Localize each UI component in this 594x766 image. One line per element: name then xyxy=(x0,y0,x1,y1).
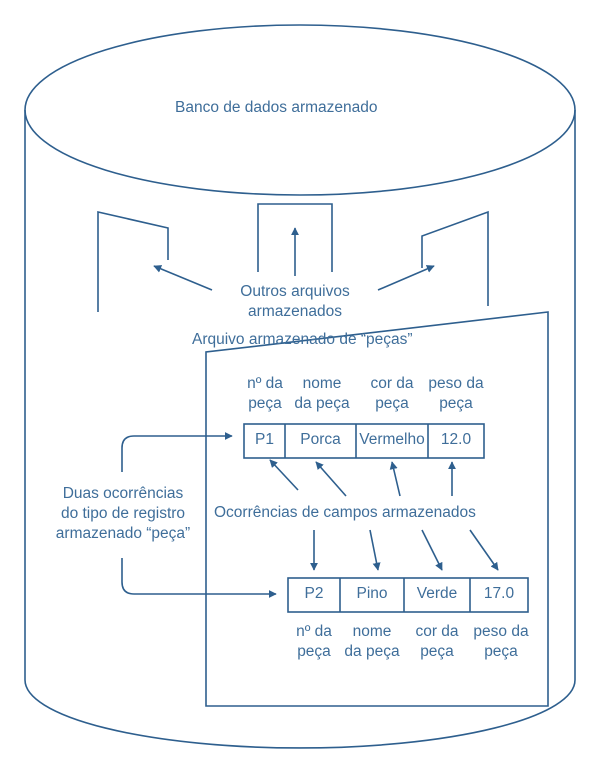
footer-line: peça xyxy=(297,643,331,660)
header-line: peça xyxy=(439,395,473,412)
arrow-field-porca xyxy=(315,461,347,497)
record-occurrences-label: Duas ocorrências do tipo de registro arm… xyxy=(40,484,206,544)
footer-line: nome xyxy=(352,623,392,640)
arrow-field-p1 xyxy=(269,459,299,491)
field-footer-color: cor da peça xyxy=(402,622,472,662)
field-occurrences-label: Ocorrências de campos armazenados xyxy=(214,504,476,521)
other-files-line-2: armazenados xyxy=(248,303,342,320)
record-label-line-2: do tipo de registro xyxy=(60,505,186,522)
field-header-color: cor da peça xyxy=(356,374,428,414)
record-2-part-color: Verde xyxy=(416,585,458,602)
field-footer-name: nome da peça xyxy=(334,622,410,662)
footer-line: cor da xyxy=(415,623,459,640)
cylinder-bottom xyxy=(24,679,576,749)
field-footer-weight: peso da peça xyxy=(464,622,538,662)
record-1-part-number: P1 xyxy=(255,431,274,448)
arrow-to-left-file xyxy=(153,265,213,291)
field-footer-number: nº da peça xyxy=(284,622,344,662)
arrow-to-right-file xyxy=(377,265,435,291)
record-1-part-name: Porca xyxy=(300,431,341,448)
field-header-number: nº da peça xyxy=(238,374,292,414)
field-header-weight: peso da peça xyxy=(420,374,492,414)
header-line: nome xyxy=(302,375,342,392)
footer-line: peso da xyxy=(473,623,529,640)
header-line: peso da xyxy=(428,375,484,392)
arrow-to-record-2 xyxy=(121,558,277,598)
database-title: Banco de dados armazenado xyxy=(175,99,378,116)
record-2-part-number: P2 xyxy=(304,585,324,602)
record-label-line-1: Duas ocorrências xyxy=(62,485,184,502)
arrow-field-verde xyxy=(421,529,443,571)
other-files-line-1: Outros arquivos xyxy=(240,283,350,300)
parts-file-label: Arquivo armazenado de “peças” xyxy=(192,331,413,348)
other-file-middle xyxy=(257,203,333,272)
record-1-box xyxy=(243,423,485,459)
arrow-field-pino xyxy=(369,529,381,571)
record-2-part-weight: 17.0 xyxy=(483,585,515,602)
header-line: peça xyxy=(248,395,282,412)
header-line: peça xyxy=(375,395,409,412)
other-file-left xyxy=(97,210,169,312)
record-1-part-weight: 12.0 xyxy=(440,431,472,448)
record-1-part-color: Vermelho xyxy=(359,431,425,448)
other-files-label: Outros arquivos armazenados xyxy=(225,282,365,322)
header-line: da peça xyxy=(294,395,350,412)
footer-line: da peça xyxy=(344,643,400,660)
record-2-part-name: Pino xyxy=(356,585,388,602)
header-line: cor da xyxy=(370,375,414,392)
footer-line: peça xyxy=(484,643,518,660)
footer-line: nº da xyxy=(296,623,332,640)
arrow-to-record-1 xyxy=(121,432,233,472)
arrow-field-vermelho xyxy=(389,461,401,497)
record-label-line-3: armazenado “peça” xyxy=(55,525,191,542)
header-line: nº da xyxy=(247,375,283,392)
field-header-name: nome da peça xyxy=(284,374,360,414)
record-2-box xyxy=(287,577,529,613)
arrow-field-17 xyxy=(469,529,499,571)
footer-line: peça xyxy=(420,643,454,660)
other-file-right xyxy=(421,210,489,306)
parts-file-page xyxy=(205,311,549,707)
